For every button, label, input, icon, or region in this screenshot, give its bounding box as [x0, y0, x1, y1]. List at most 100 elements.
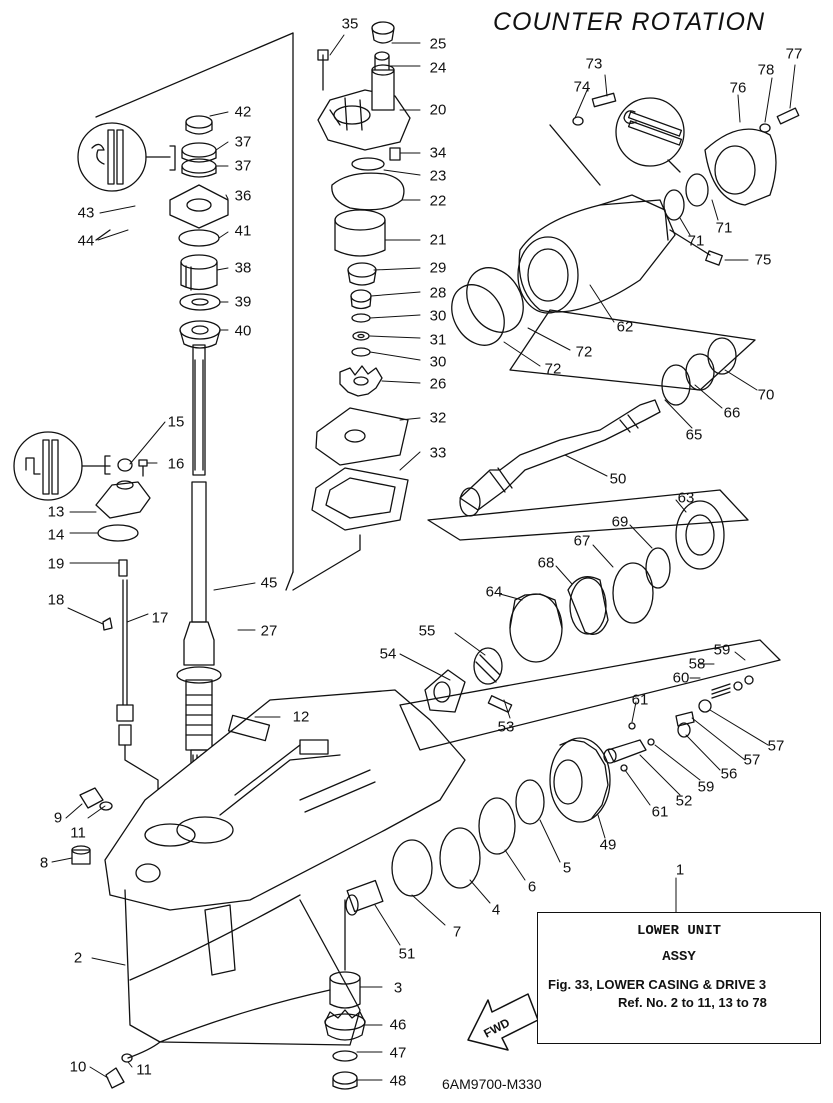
- callout-10: 10: [69, 1058, 87, 1076]
- pinion-group: [324, 899, 366, 1090]
- callout-42: 42: [234, 103, 252, 121]
- info-box-line-1: LOWER UNIT: [636, 923, 721, 939]
- callout-22: 22: [429, 192, 447, 210]
- info-box-figure: Fig. 33, LOWER CASING & DRIVE 3: [548, 977, 767, 992]
- assembly-info-box: LOWER UNIT ASSY Fig. 33, LOWER CASING & …: [537, 912, 821, 1044]
- callout-8: 8: [39, 854, 49, 872]
- info-box-ref-range: Ref. No. 2 to 11, 13 to 78: [618, 995, 767, 1010]
- page-title: COUNTER ROTATION: [493, 8, 766, 36]
- callout-5: 5: [562, 859, 572, 877]
- callout-20: 20: [429, 101, 447, 119]
- callout-39: 39: [234, 293, 252, 311]
- callout-21: 21: [429, 231, 447, 249]
- reverse-gear-group: [345, 737, 611, 916]
- callout-77: 77: [785, 45, 803, 63]
- callout-13: 13: [47, 503, 65, 521]
- callout-29: 29: [429, 259, 447, 277]
- callout-12: 12: [292, 708, 310, 726]
- callout-65: 65: [685, 426, 703, 444]
- lower-casing: [104, 689, 466, 1046]
- callout-68: 68: [537, 554, 555, 572]
- callout-57-right: 57: [767, 737, 785, 755]
- callout-45: 45: [260, 574, 278, 592]
- callout-24: 24: [429, 59, 447, 77]
- callout-51: 51: [398, 945, 416, 963]
- callout-59-bottom: 59: [697, 778, 715, 796]
- drive-shaft-bearing-stack: [169, 115, 229, 349]
- callout-2: 2: [73, 949, 83, 967]
- callout-61-top: 61: [631, 691, 649, 709]
- callout-9: 9: [53, 809, 63, 827]
- info-box-line-2: ASSY: [662, 949, 696, 965]
- callout-26: 26: [429, 375, 447, 393]
- callout-27: 27: [260, 622, 278, 640]
- drive-shaft: [176, 344, 222, 781]
- callout-30-top: 30: [429, 307, 447, 325]
- shift-plunger-group: [399, 639, 781, 772]
- callout-3: 3: [393, 979, 403, 997]
- callout-52: 52: [675, 792, 693, 810]
- callout-36: 36: [234, 187, 252, 205]
- callout-53: 53: [497, 718, 515, 736]
- detail-bubbles: [13, 97, 685, 501]
- leader-lines: [51, 34, 796, 1081]
- callout-34: 34: [429, 144, 447, 162]
- callout-31: 31: [429, 331, 447, 349]
- callout-69: 69: [611, 513, 629, 531]
- shift-rod-group: [95, 458, 159, 851]
- callout-41: 41: [234, 222, 252, 240]
- callout-38: 38: [234, 259, 252, 277]
- callout-7: 7: [452, 923, 462, 941]
- callout-17: 17: [151, 609, 169, 627]
- callout-14: 14: [47, 526, 65, 544]
- callout-57-left: 57: [743, 751, 761, 769]
- callout-60: 60: [672, 669, 690, 687]
- callout-15: 15: [167, 413, 185, 431]
- callout-72-bottom: 72: [544, 360, 562, 378]
- callout-75: 75: [754, 251, 772, 269]
- callout-56: 56: [720, 765, 738, 783]
- callout-74: 74: [573, 78, 591, 96]
- callout-30-bottom: 30: [429, 353, 447, 371]
- callout-70: 70: [757, 386, 775, 404]
- callout-25: 25: [429, 35, 447, 53]
- callout-46: 46: [389, 1016, 407, 1034]
- callout-58: 58: [688, 655, 706, 673]
- callout-11-top: 11: [70, 824, 86, 842]
- callout-59-top: 59: [713, 641, 731, 659]
- callout-11-bottom: 11: [136, 1061, 152, 1079]
- fwd-arrow: [467, 993, 539, 1051]
- propeller-shaft-group: [427, 309, 756, 541]
- callout-35: 35: [341, 15, 359, 33]
- callout-76: 76: [729, 79, 747, 97]
- callout-66: 66: [723, 404, 741, 422]
- callout-23: 23: [429, 167, 447, 185]
- callout-6: 6: [527, 878, 537, 896]
- bearing-housing-group: [451, 92, 800, 346]
- callout-73: 73: [585, 55, 603, 73]
- callout-37-bottom: 37: [234, 157, 252, 175]
- callout-55: 55: [418, 622, 436, 640]
- callout-54: 54: [379, 645, 397, 663]
- callout-71-right: 71: [715, 219, 733, 237]
- callout-16: 16: [167, 455, 185, 473]
- callout-48: 48: [389, 1072, 407, 1090]
- callout-61-bottom: 61: [651, 803, 669, 821]
- callout-62: 62: [616, 318, 634, 336]
- callout-49: 49: [599, 836, 617, 854]
- callout-40: 40: [234, 322, 252, 340]
- forward-gear-group: [424, 500, 725, 713]
- callout-64: 64: [485, 583, 503, 601]
- callout-43: 43: [77, 204, 95, 222]
- callout-71-left: 71: [687, 232, 705, 250]
- drive-shaft-group-guides: [95, 32, 361, 591]
- callout-32: 32: [429, 409, 447, 427]
- callout-33: 33: [429, 444, 447, 462]
- callout-78: 78: [757, 61, 775, 79]
- callout-47: 47: [389, 1044, 407, 1062]
- misc-bolts: [71, 787, 161, 1089]
- callout-28: 28: [429, 284, 447, 302]
- callout-1: 1: [675, 861, 685, 879]
